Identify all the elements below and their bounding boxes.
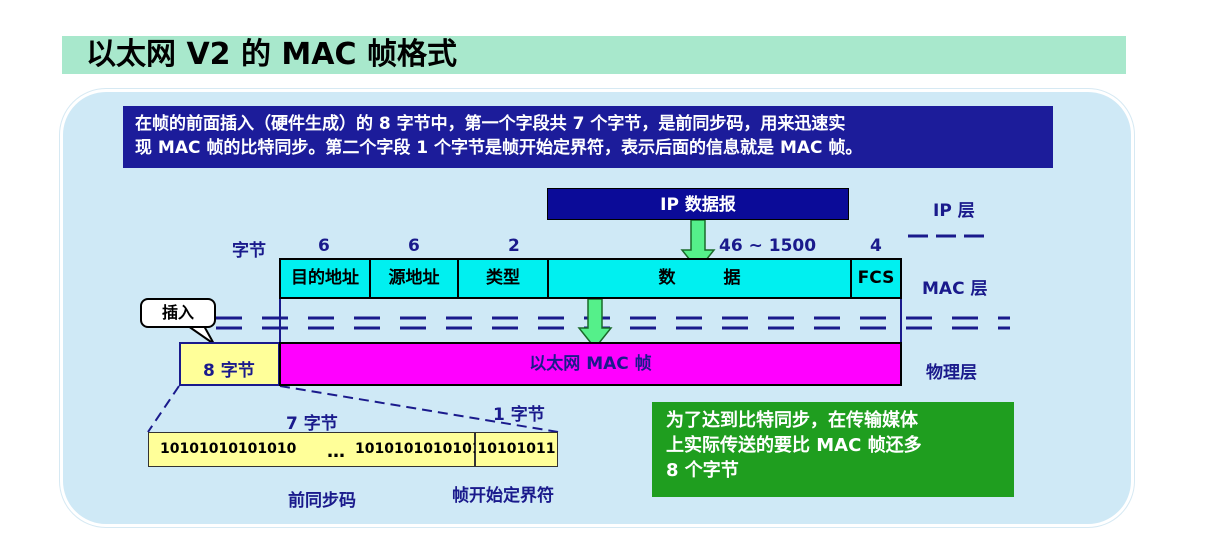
sync-note-line-1: 为了达到比特同步，在传输媒体 <box>666 410 918 431</box>
preamble-bits-box <box>148 432 475 467</box>
field-data: 数据 <box>547 258 852 299</box>
page-title: 以太网 V2 的 MAC 帧格式 <box>86 37 457 72</box>
explanation-note: 在帧的前面插入（硬件生成）的 8 字节中，第一个字段共 7 个字节，是前同步码，… <box>123 106 1053 168</box>
explanation-line-1: 在帧的前面插入（硬件生成）的 8 字节中，第一个字段共 7 个字节，是前同步码，… <box>135 114 846 134</box>
explanation-line-2: 现 MAC 帧的比特同步。第二个字段 1 个字节是帧开始定界符，表示后面的信息就… <box>135 138 863 158</box>
sync-note: 为了达到比特同步，在传输媒体 上实际传送的要比 MAC 帧还多 8 个字节 <box>652 402 1014 497</box>
down-arrow-mac-to-physical <box>577 298 613 350</box>
bytes-label: 字节 <box>232 241 266 261</box>
field-data-char-1: 数 <box>658 268 676 288</box>
sfd-bits-box: 10101011 <box>475 432 558 467</box>
fcs-byte-count: 4 <box>870 236 882 256</box>
field-destination-address: 目的地址 <box>279 258 371 299</box>
data-byte-count: 46 ~ 1500 <box>719 236 817 256</box>
ip-layer-label: IP 层 <box>933 201 975 221</box>
preamble-bits-part-1: 10101010101010 <box>160 441 297 457</box>
type-byte-count: 2 <box>508 236 520 256</box>
src-byte-count: 6 <box>408 236 420 256</box>
preamble-byte-label: 8 字节 <box>203 361 255 381</box>
mac-layer-label: MAC 层 <box>922 279 988 299</box>
field-source-address: 源地址 <box>369 258 459 299</box>
dst-byte-count: 6 <box>318 236 330 256</box>
physical-layer-label: 物理层 <box>926 363 977 383</box>
sync-note-line-2: 上实际传送的要比 MAC 帧还多 <box>666 435 922 456</box>
one-byte-label: 1 字节 <box>493 405 545 425</box>
seven-bytes-label: 7 字节 <box>286 414 338 434</box>
insert-callout: 插入 <box>140 298 216 328</box>
ethernet-mac-frame: 以太网 MAC 帧 <box>279 342 902 386</box>
ip-datagram-box: IP 数据报 <box>547 188 849 220</box>
field-data-char-2: 据 <box>723 268 741 288</box>
preamble-label: 前同步码 <box>288 491 356 511</box>
preamble-bits-part-2: 10101010101010 <box>355 441 492 457</box>
sync-note-line-3: 8 个字节 <box>666 460 739 481</box>
sfd-label: 帧开始定界符 <box>452 486 554 506</box>
expand-line-left <box>147 385 180 433</box>
title-bar <box>62 36 1126 74</box>
field-fcs: FCS <box>850 258 902 299</box>
bits-ellipsis: … <box>327 441 345 462</box>
field-type: 类型 <box>457 258 549 299</box>
mac-layer-separator <box>216 316 1010 330</box>
